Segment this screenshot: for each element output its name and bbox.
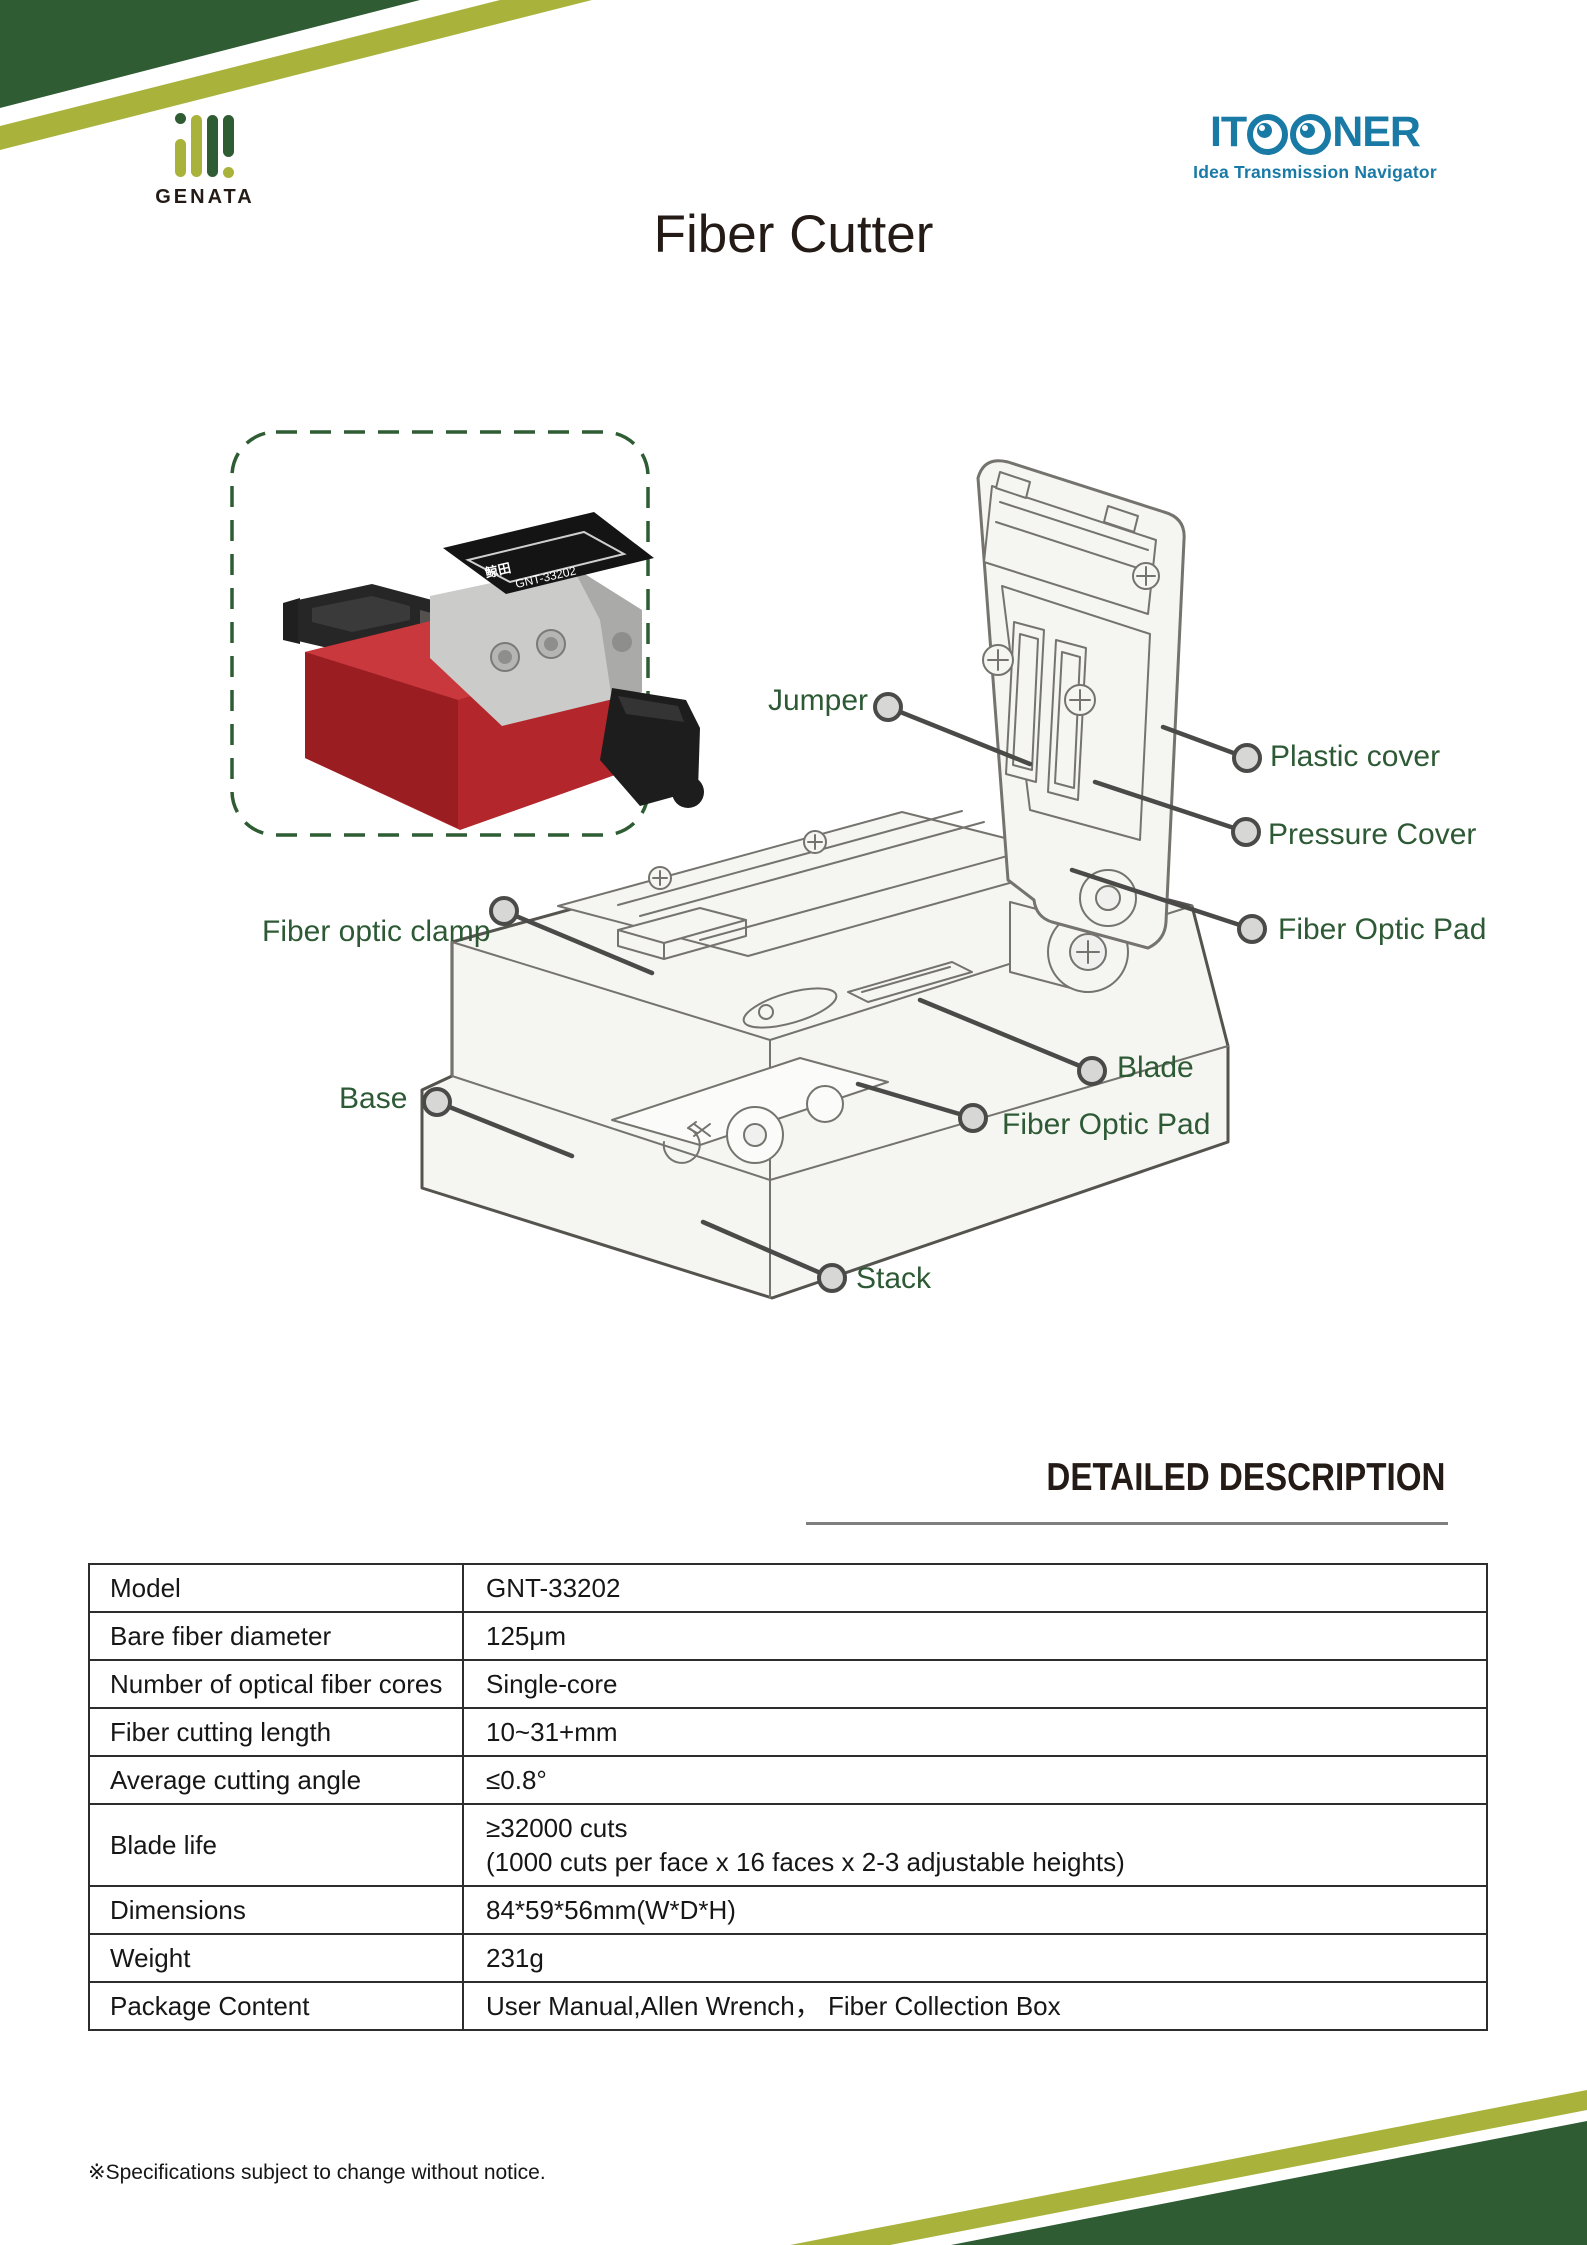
diagram-label-plastic-cover: Plastic cover xyxy=(1270,740,1441,773)
spec-label: Number of optical fiber cores xyxy=(88,1659,464,1709)
spec-value: 84*59*56mm(W*D*H) xyxy=(462,1885,1488,1935)
page-title: Fiber Cutter xyxy=(653,205,934,264)
bottom-olive-stripe xyxy=(790,2090,1587,2245)
spec-value: 231g xyxy=(462,1933,1488,1983)
eye-icon xyxy=(1247,114,1289,155)
genata-wordmark: GENATA xyxy=(155,186,255,208)
itooner-suffix: NER xyxy=(1332,108,1421,156)
spec-value: 125μm xyxy=(462,1611,1488,1661)
spec-row: Model GNT-33202 xyxy=(88,1563,1488,1613)
diagram-label-jumper: Jumper xyxy=(767,684,868,717)
spec-value-line: 125μm xyxy=(486,1621,567,1651)
spec-value-line: GNT-33202 xyxy=(486,1573,621,1603)
spec-row: Weight 231g xyxy=(88,1933,1488,1983)
spec-value: User Manual,Allen Wrench， Fiber Collecti… xyxy=(462,1981,1488,2031)
spec-value-line: User Manual,Allen Wrench， Fiber Collecti… xyxy=(486,1991,1061,2021)
spec-label: Average cutting angle xyxy=(88,1755,464,1805)
spec-value: 10~31+mm xyxy=(462,1707,1488,1757)
photo-frame xyxy=(230,430,650,837)
spec-value-note: (1000 cuts per face x 16 faces x 2-3 adj… xyxy=(486,1847,1125,1877)
diagram-label-fiber-optic-pad: Fiber Optic Pad xyxy=(1278,913,1487,946)
spec-row: Average cutting angle ≤0.8° xyxy=(88,1755,1488,1805)
diagram-label-fiber-optic-pad-lower: Fiber Optic Pad xyxy=(1002,1108,1211,1141)
spec-row: Package Content User Manual,Allen Wrench，… xyxy=(88,1981,1488,2031)
spec-row: Bare fiber diameter 125μm xyxy=(88,1611,1488,1661)
spec-value: ≤0.8° xyxy=(462,1755,1488,1805)
spec-value-line: 84*59*56mm(W*D*H) xyxy=(486,1895,736,1925)
top-olive-stripe xyxy=(0,0,592,150)
brand-genata: GENATA xyxy=(140,112,270,209)
bottom-green-stripe xyxy=(951,2121,1587,2245)
spec-value-line: ≤0.8° xyxy=(486,1765,547,1795)
itooner-prefix: IT xyxy=(1209,108,1247,156)
photo-brand-label: 鲸田 xyxy=(484,560,513,580)
spec-value-line: ≥32000 cuts xyxy=(486,1813,628,1843)
itooner-tagline: Idea Transmission Navigator xyxy=(1193,162,1437,182)
spec-label: Fiber cutting length xyxy=(88,1707,464,1757)
spec-value-line: 10~31+mm xyxy=(486,1717,618,1747)
spec-row: Fiber cutting length 10~31+mm xyxy=(88,1707,1488,1757)
section-heading: DETAILED DESCRIPTION xyxy=(1045,1456,1445,1499)
technical-diagram xyxy=(420,459,1230,1300)
spec-label: Blade life xyxy=(88,1803,464,1887)
spec-value: GNT-33202 xyxy=(462,1563,1488,1613)
spec-value-line: 231g xyxy=(486,1943,544,1973)
diagram-label-fiber-optic-clamp: Fiber optic clamp xyxy=(262,915,491,948)
spec-row: Dimensions 84*59*56mm(W*D*H) xyxy=(88,1885,1488,1935)
spec-label: Dimensions xyxy=(88,1885,464,1935)
leader-lines xyxy=(434,704,1255,1281)
spec-value: Single-core xyxy=(462,1659,1488,1709)
top-green-stripe xyxy=(0,0,420,108)
diagram-label-pressure-cover: Pressure Cover xyxy=(1268,818,1477,851)
diagram-label-base: Base xyxy=(339,1082,408,1115)
spec-row: Number of optical fiber cores Single-core xyxy=(88,1659,1488,1709)
footnote: ※Specifications subject to change withou… xyxy=(88,2161,546,2184)
diagram-label-stack: Stack xyxy=(856,1262,932,1295)
brand-itooner: IT NER Idea Transmission Navigator xyxy=(1165,108,1465,183)
spec-value: ≥32000 cuts (1000 cuts per face x 16 face… xyxy=(462,1803,1488,1887)
genata-bars-icon xyxy=(175,112,235,178)
spec-label: Bare fiber diameter xyxy=(88,1611,464,1661)
spec-label: Weight xyxy=(88,1933,464,1983)
spec-value-line: Single-core xyxy=(486,1669,618,1699)
section-heading-rule xyxy=(806,1522,1448,1525)
leader-dots xyxy=(422,692,1267,1293)
spec-row: Blade life ≥32000 cuts (1000 cuts per face… xyxy=(88,1803,1488,1887)
diagram-label-blade: Blade xyxy=(1117,1051,1194,1084)
eye-icon xyxy=(1290,114,1332,155)
spec-label: Model xyxy=(88,1563,464,1613)
itooner-wordmark: IT NER xyxy=(1165,108,1465,157)
spec-label: Package Content xyxy=(88,1981,464,2031)
product-photo: 鲸田 GNT-33202 xyxy=(283,512,704,830)
